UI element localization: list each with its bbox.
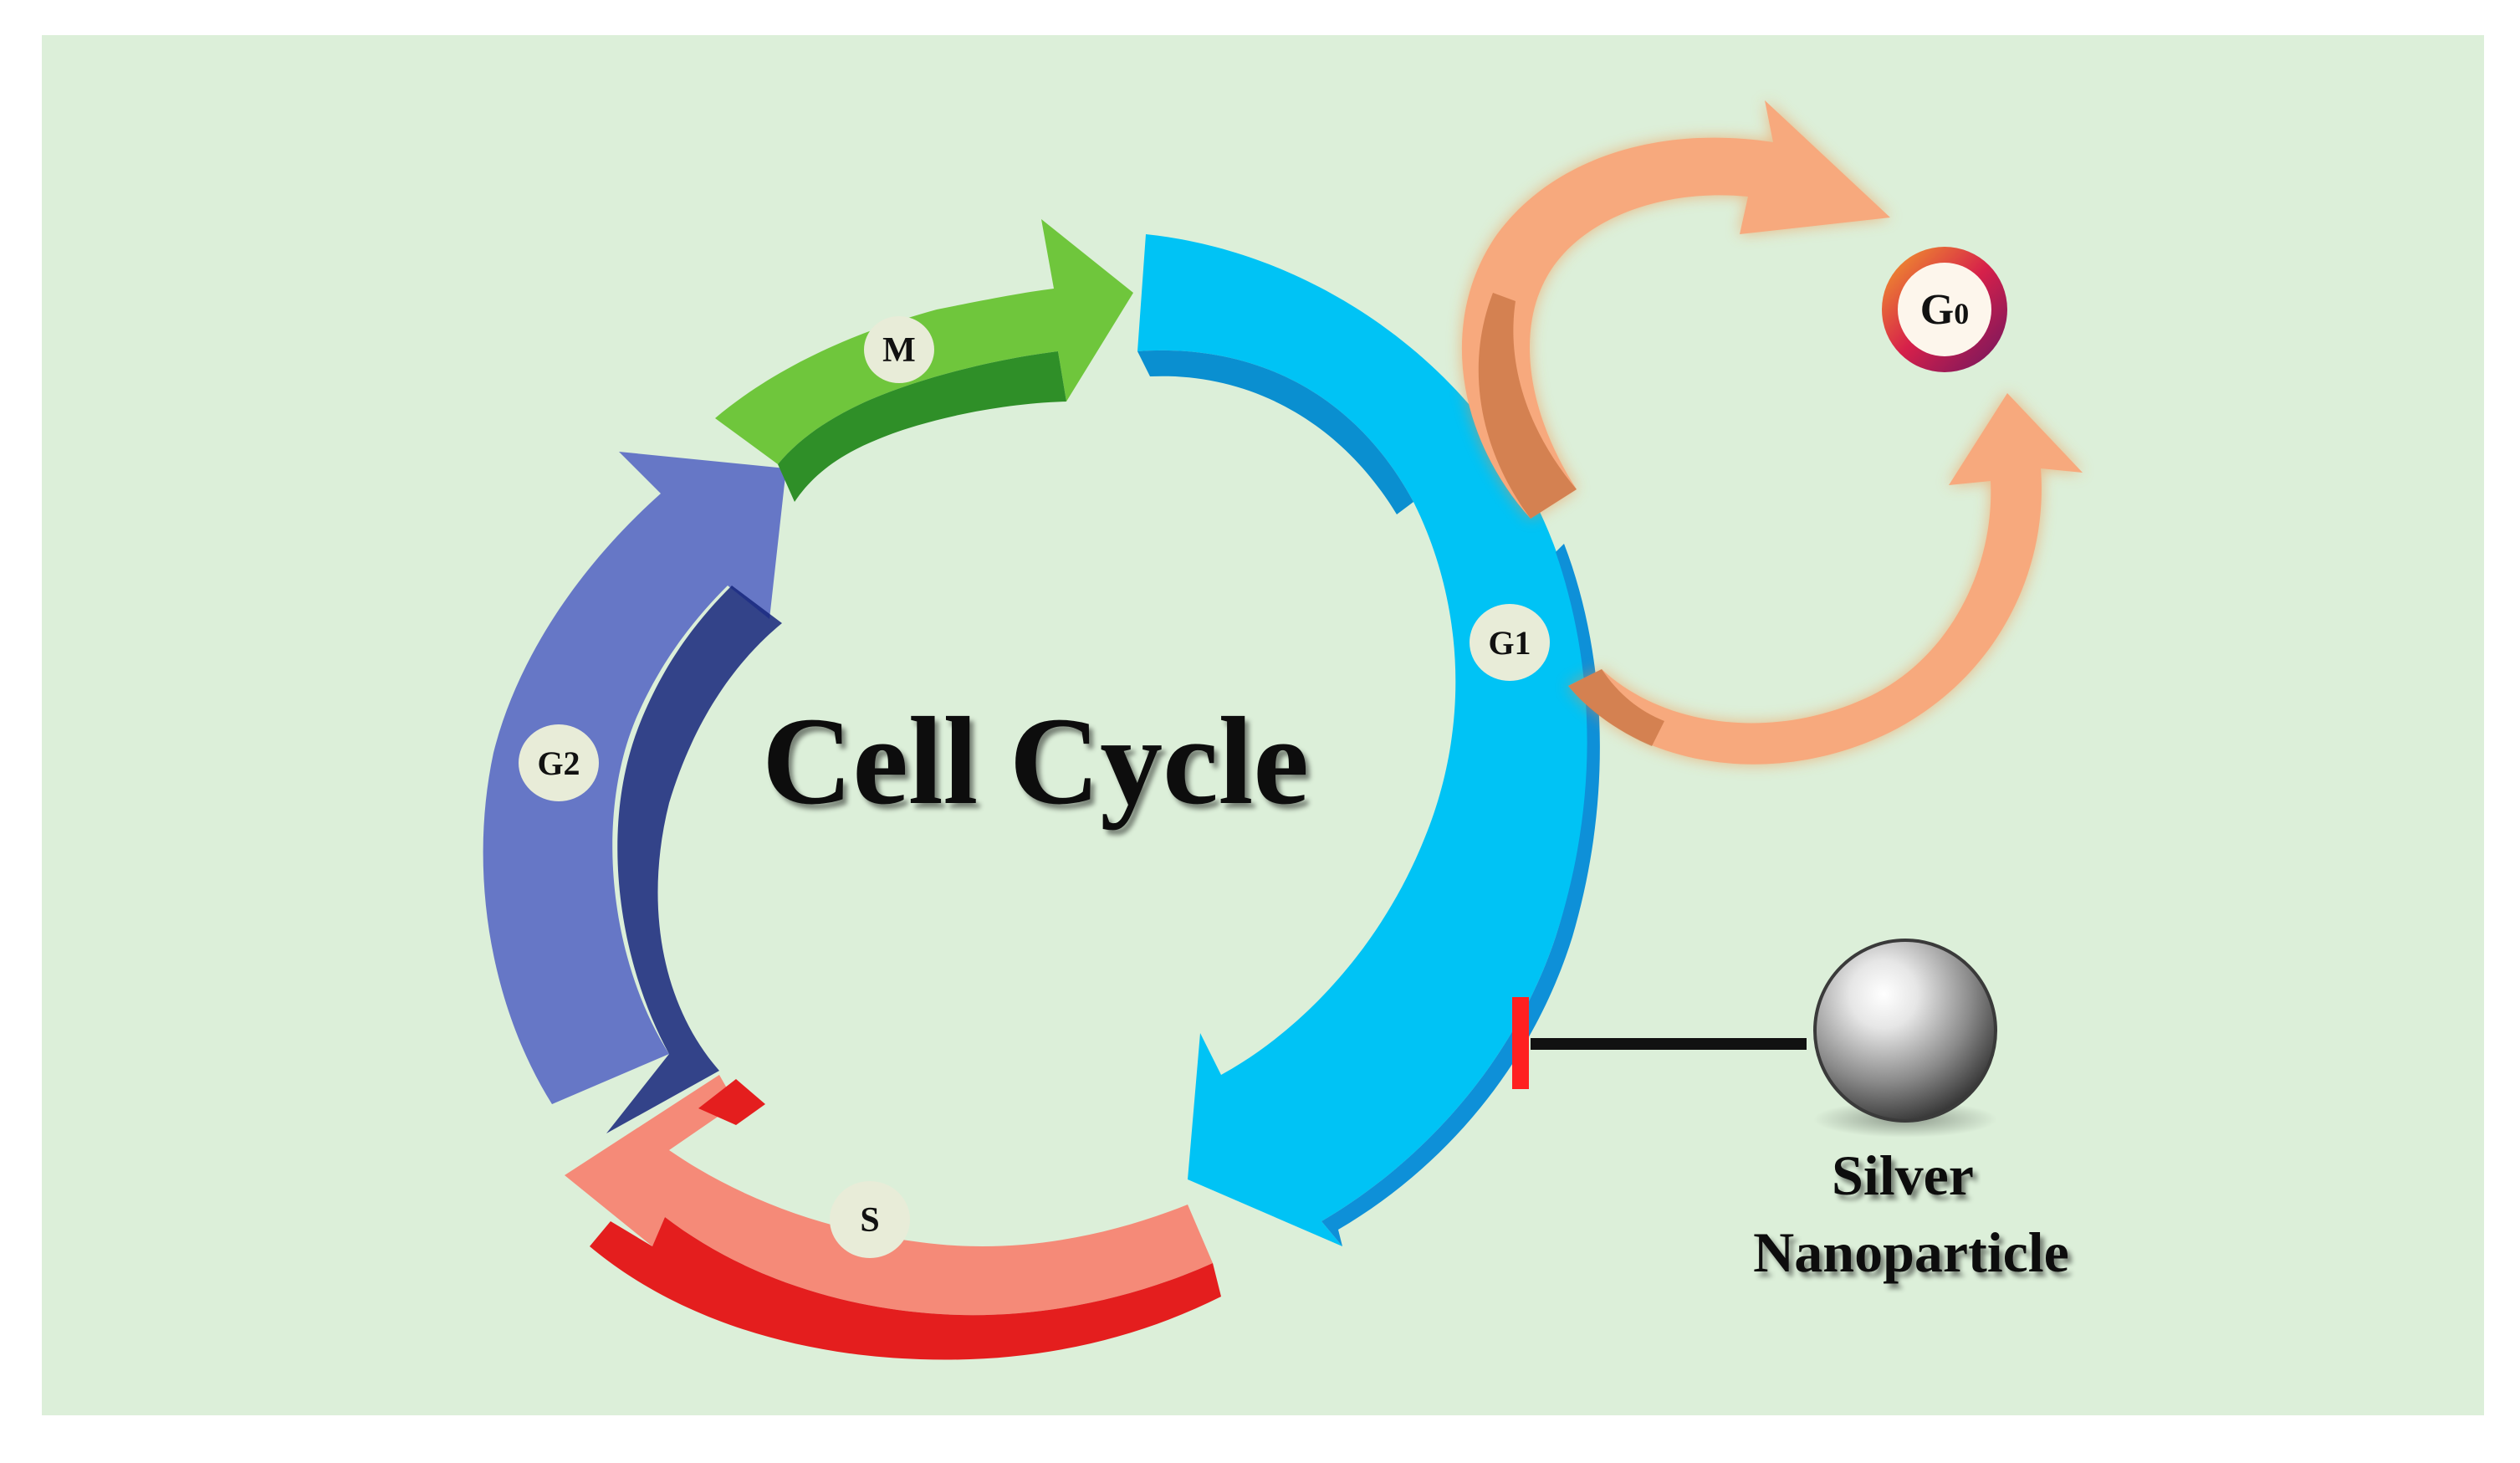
nanoparticle-label-line1: Silver bbox=[1832, 1143, 1974, 1207]
g0-exit-arrow bbox=[1461, 100, 1890, 519]
g0-label: G0 bbox=[1920, 286, 1969, 334]
nanoparticle-label-line2: Nanoparticle bbox=[1753, 1220, 2069, 1284]
silver-nanoparticle-sphere bbox=[1813, 939, 1997, 1138]
g2-label: G2 bbox=[537, 744, 580, 782]
g1-label-badge: G1 bbox=[1470, 604, 1550, 681]
g0-reentry-arrow bbox=[1568, 393, 2083, 765]
g2-label-badge: G2 bbox=[519, 724, 599, 801]
m-label-badge: M bbox=[864, 316, 934, 383]
s-label-badge: S bbox=[830, 1181, 910, 1258]
cell-cycle-title: Cell Cycle bbox=[762, 692, 1309, 831]
g0-badge: G0 bbox=[1882, 247, 2007, 372]
g2-phase-arrow bbox=[483, 452, 786, 1133]
inhibition-connector bbox=[1512, 997, 1807, 1089]
s-label: S bbox=[860, 1201, 879, 1240]
g1-phase-arrow bbox=[1137, 234, 1600, 1246]
s-phase-arrow bbox=[565, 1075, 1221, 1360]
inhibition-bar bbox=[1512, 997, 1529, 1089]
g1-label: G1 bbox=[1488, 624, 1531, 662]
m-label: M bbox=[882, 331, 916, 370]
